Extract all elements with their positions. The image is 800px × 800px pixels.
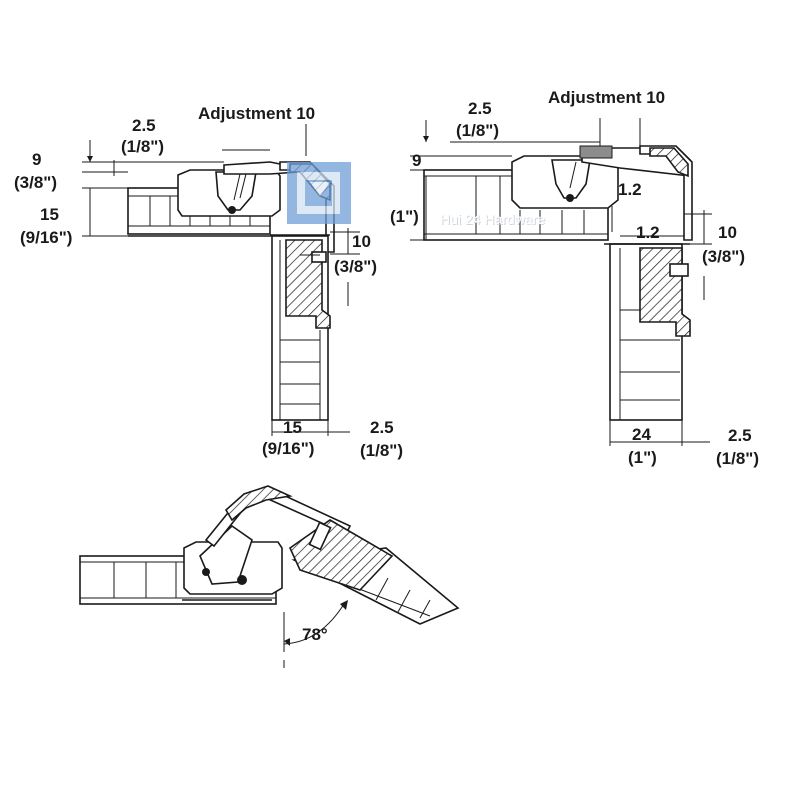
height-9-label-right: 9 [412,151,421,170]
door-24-label-right: 24 [632,425,651,444]
top-right-drawing: Adjustment 10 2.5 (1/8") 9 (1") 1.2 1.2 … [390,88,759,468]
angle-label: 78° [302,625,328,644]
hinge-cup-left [285,239,331,329]
gap-label-left: 2.5 [132,116,156,135]
hinge-cup-bottom [288,519,394,591]
gap-inch-label-right: (1/8") [456,121,499,140]
hinge-plate-right [511,145,691,209]
hinge-plate-left [177,161,301,217]
adjustment-label-right: Adjustment 10 [548,88,665,107]
offset-10-label-right: 10 [718,223,737,242]
dimension-lines-top-left [82,124,360,436]
clearance-label-b: 1.2 [636,223,660,242]
door-15-label-left: 15 [283,418,302,437]
angle-indicator [283,600,348,668]
watermark-text-shadow: Hui 24 Hardware [441,212,546,228]
bottom-gap-inch-label-left: (1/8") [360,441,403,460]
offset-10-inch-label-left: (3/8") [334,257,377,276]
panel-inch-label-right: (1") [390,207,419,226]
hinge-cup-right [639,247,691,337]
clearance-label-a: 1.2 [618,180,642,199]
gap-label-right: 2.5 [468,99,492,118]
hinge-plate-bottom [182,524,283,601]
dimension-lines-top-right [410,118,712,446]
adjustment-label-left: Adjustment 10 [198,104,315,123]
height-9-inch-label-left: (3/8") [14,173,57,192]
panel-15-label-left: 15 [40,205,59,224]
bottom-gap-inch-label-right: (1/8") [716,449,759,468]
gap-inch-label-left: (1/8") [121,137,164,156]
watermark-text: Hui 24 Hardware [440,211,545,227]
offset-10-inch-label-right: (3/8") [702,247,745,266]
door-24-inch-label-right: (1") [628,448,657,467]
bottom-gap-label-left: 2.5 [370,418,394,437]
bottom-gap-label-right: 2.5 [728,426,752,445]
door-15-inch-label-left: (9/16") [262,439,314,458]
height-9-label-left: 9 [32,150,41,169]
hui24-logo-icon [287,162,351,224]
top-left-drawing: Adjustment 10 2.5 (1/8") 9 (3/8") 15 (9/… [14,104,403,460]
panel-15-inch-label-left: (9/16") [20,228,72,247]
offset-10-label-left: 10 [352,232,371,251]
bottom-open-drawing: 78° [79,485,460,668]
hinge-arm-right [639,145,693,241]
